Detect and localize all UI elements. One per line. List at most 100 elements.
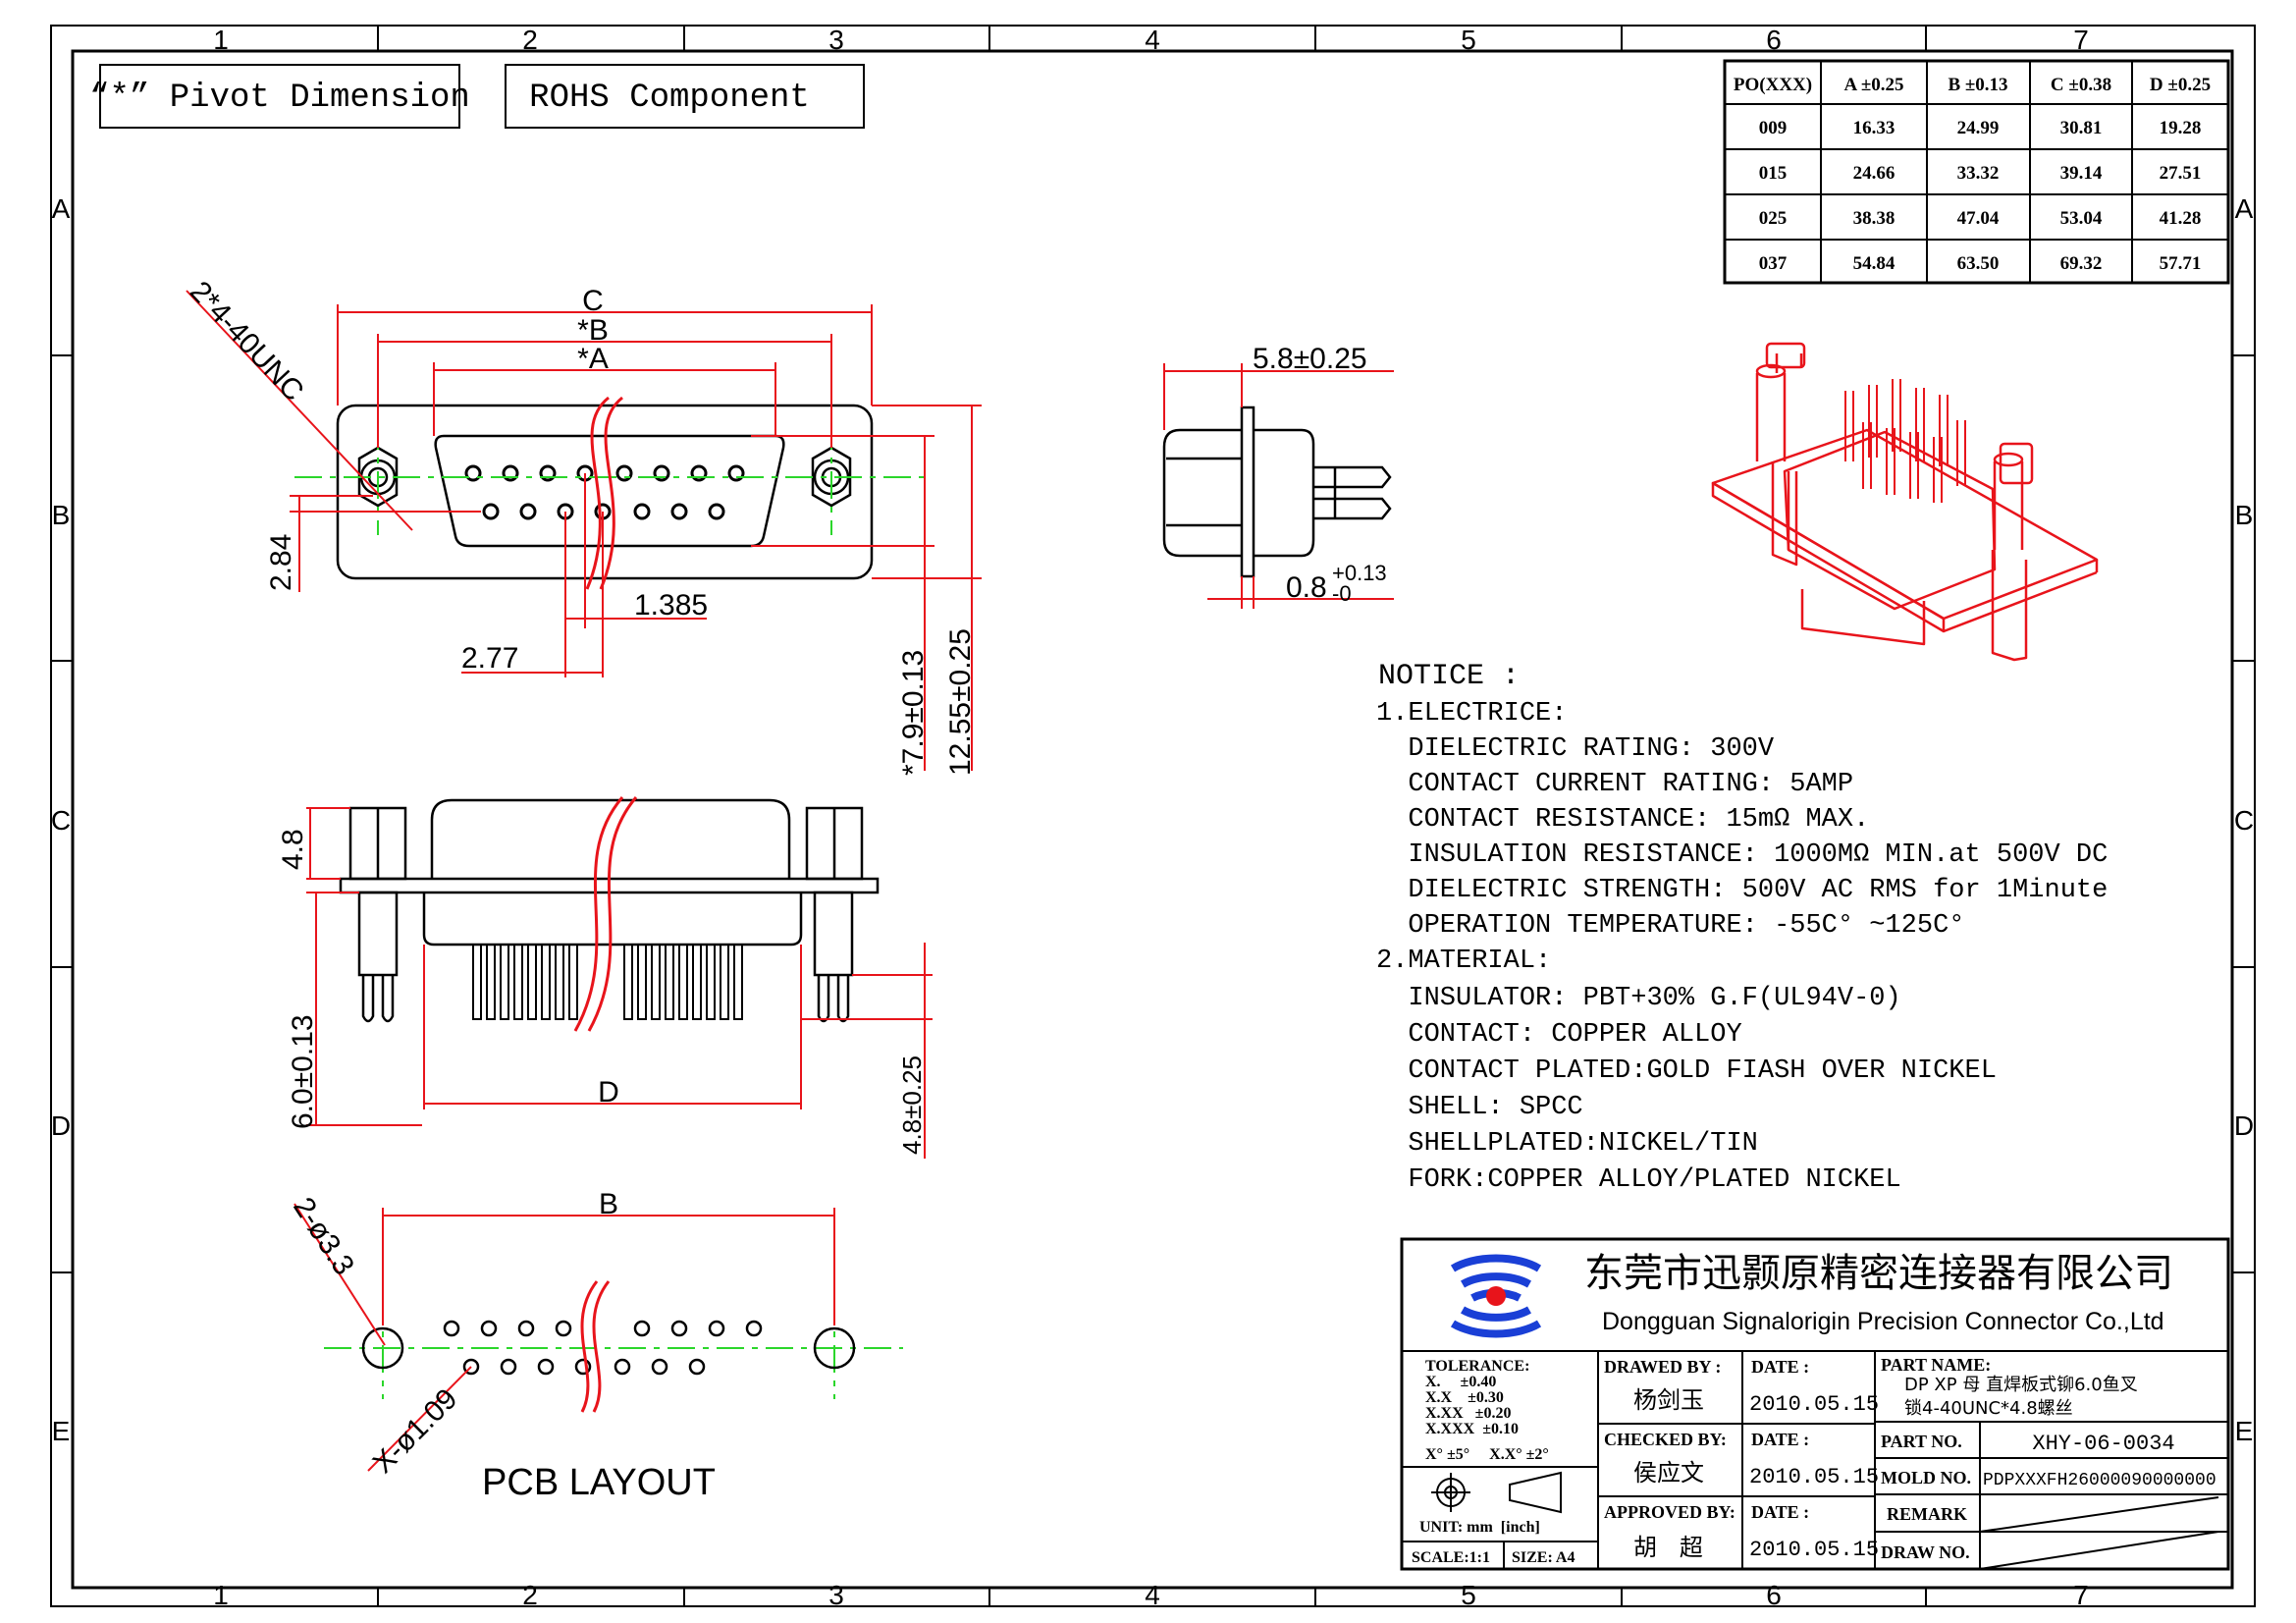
notice-line: CONTACT PLATED:GOLD FIASH OVER NICKEL (1376, 1056, 1997, 1086)
table-cell: 39.14 (2060, 163, 2103, 184)
part-no-value: XHY-06-0034 (2032, 1432, 2174, 1456)
frame-labels: 1 2 3 4 5 6 7 1 2 3 4 5 6 7 A B C D E A … (51, 25, 2254, 1610)
dim-b-label: *B (577, 314, 609, 347)
table-cell: 19.28 (2160, 118, 2202, 138)
tolerance-line: X. ±0.40 (1425, 1374, 1496, 1390)
checked-by-name: 侯应文 (1633, 1459, 1704, 1487)
mold-no-label: MOLD NO. (1881, 1468, 1971, 1488)
title-block: 东莞市迅颢原精密连接器有限公司 Dongguan Signalorigin Pr… (1400, 1237, 2230, 1571)
dim-0-8-tol-upper: +0.13 (1332, 561, 1387, 585)
notice-line: SHELLPLATED:NICKEL/TIN (1376, 1129, 1758, 1159)
date-value: 2010.05.15 (1749, 1538, 1879, 1562)
part-name-line: 锁4-40UNC*4.8螺丝 (1904, 1398, 2073, 1419)
dim-0-8: 0.8 (1286, 571, 1327, 604)
table-cell: 24.99 (1957, 118, 2000, 138)
notice-title: NOTICE : (1378, 660, 1520, 693)
dim-2-77: 2.77 (461, 642, 518, 675)
col-label: 2 (522, 25, 538, 55)
tolerance-line: X.XX ±0.20 (1425, 1405, 1511, 1422)
dim-5-8: 5.8±0.25 (1253, 343, 1367, 375)
dim-12-55: 12.55±0.25 (944, 628, 977, 776)
contact-holes (464, 464, 745, 520)
col-label: 3 (828, 1580, 844, 1610)
remark-label: REMARK (1887, 1504, 1967, 1524)
col-label: 5 (1461, 25, 1476, 55)
table-cell: 16.33 (1853, 118, 1896, 138)
notice-block: NOTICE : 1.ELECTRICE: DIELECTRIC RATING:… (1376, 660, 2108, 1195)
notice-line: SHELL: SPCC (1376, 1093, 1583, 1122)
notice-line: DIELECTRIC STRENGTH: 500V AC RMS for 1Mi… (1376, 876, 2108, 905)
table-cell: 27.51 (2160, 163, 2202, 184)
dim-c-label: C (582, 285, 604, 317)
table-cell: 63.50 (1957, 253, 2000, 274)
col-label: 6 (1766, 1580, 1782, 1610)
dim-6-0: 6.0±0.13 (287, 1014, 319, 1129)
company-logo (1450, 1254, 1542, 1338)
dim-7-9: *7.9±0.13 (897, 650, 930, 776)
approved-by-label: APPROVED BY: (1604, 1502, 1735, 1522)
approved-by-name: 胡 超 (1633, 1534, 1703, 1561)
connector-3d-illustration (1711, 342, 2099, 662)
frame-ticks (51, 26, 2255, 1606)
dim-1-385: 1.385 (634, 589, 708, 622)
dim-a-label: *A (577, 343, 609, 375)
dim-d-label: D (598, 1076, 619, 1109)
col-label: 1 (213, 25, 229, 55)
dim-4-8: 4.8 (277, 829, 309, 870)
table-cell: 41.28 (2160, 208, 2202, 229)
pcb-layout: B 2-ø3.3 X-ø1.09 PCB LAYOUT (287, 1188, 903, 1503)
col-label: 2 (522, 1580, 538, 1610)
row-label: B (2235, 500, 2254, 530)
table-cell: 54.84 (1853, 253, 1896, 274)
table-header: B ±0.13 (1948, 75, 2007, 95)
row-label: A (52, 193, 71, 224)
size-label: SIZE: A4 (1512, 1549, 1575, 1566)
table-cell: 24.66 (1853, 163, 1896, 184)
table-cell: 69.32 (2060, 253, 2103, 274)
checked-by-label: CHECKED BY: (1604, 1430, 1727, 1449)
table-cell: 38.38 (1853, 208, 1896, 229)
col-label: 7 (2073, 25, 2089, 55)
rohs-box: ROHS Component (505, 64, 865, 129)
row-label: A (2235, 193, 2254, 224)
pcb-dim-b: B (599, 1188, 618, 1220)
notice-line: CONTACT CURRENT RATING: 5AMP (1376, 770, 1853, 799)
col-label: 7 (2073, 1580, 2089, 1610)
rohs-label: ROHS Component (529, 80, 810, 117)
table-header: C ±0.38 (2051, 75, 2111, 95)
unit-label: UNIT: mm [inch] (1419, 1519, 1540, 1536)
part-name-line: DP XP 母 直焊板式铆6.0鱼叉 (1904, 1375, 2138, 1395)
part-name-label: PART NAME: (1881, 1355, 1991, 1375)
draw-no-label: DRAW NO. (1881, 1542, 1970, 1562)
tolerance-line: X.XXX ±0.10 (1425, 1421, 1519, 1437)
dim-2-84: 2.84 (265, 534, 297, 591)
date-value: 2010.05.15 (1749, 1392, 1879, 1417)
mold-no-value: PDPXXXFH26000090000000 (1983, 1471, 2216, 1490)
company-name-en: Dongguan Signalorigin Precision Connecto… (1602, 1308, 2164, 1335)
row-label: D (2234, 1110, 2254, 1141)
notice-line: FORK:COPPER ALLOY/PLATED NICKEL (1376, 1165, 1901, 1195)
table-cell: 009 (1759, 118, 1788, 138)
table-cell: 53.04 (2060, 208, 2103, 229)
tolerance-line: X.X ±0.30 (1425, 1389, 1504, 1406)
row-label: E (2235, 1416, 2254, 1446)
pivot-dimension-label: “*” Pivot Dimension (89, 80, 470, 117)
table-cell: 47.04 (1957, 208, 2000, 229)
drawing-frame (50, 25, 2256, 1607)
dim-0-8-tol-lower: -0 (1332, 581, 1352, 606)
notice-line: 1.ELECTRICE: (1376, 699, 1567, 729)
row-label: B (52, 500, 71, 530)
part-no-label: PART NO. (1881, 1432, 1962, 1451)
company-name-cn: 东莞市迅颢原精密连接器有限公司 (1584, 1251, 2173, 1296)
table-header: A ±0.25 (1843, 75, 1903, 95)
col-label: 3 (828, 25, 844, 55)
angle-tolerance: X° ±5° X.X° ±2° (1425, 1446, 1549, 1463)
front-view: C *B *A 2*4-40UNC 2.84 1.385 2.77 *7.9±0… (184, 275, 982, 776)
table-cell: 037 (1759, 253, 1788, 274)
tolerance-label: TOLERANCE: (1425, 1358, 1529, 1375)
col-label: 4 (1145, 25, 1160, 55)
table-header: D ±0.25 (2150, 75, 2211, 95)
pcb-layout-title: PCB LAYOUT (482, 1462, 716, 1503)
dimension-table: PO(XXX) A ±0.25 B ±0.13 C ±0.38 D ±0.25 … (1723, 59, 2230, 285)
